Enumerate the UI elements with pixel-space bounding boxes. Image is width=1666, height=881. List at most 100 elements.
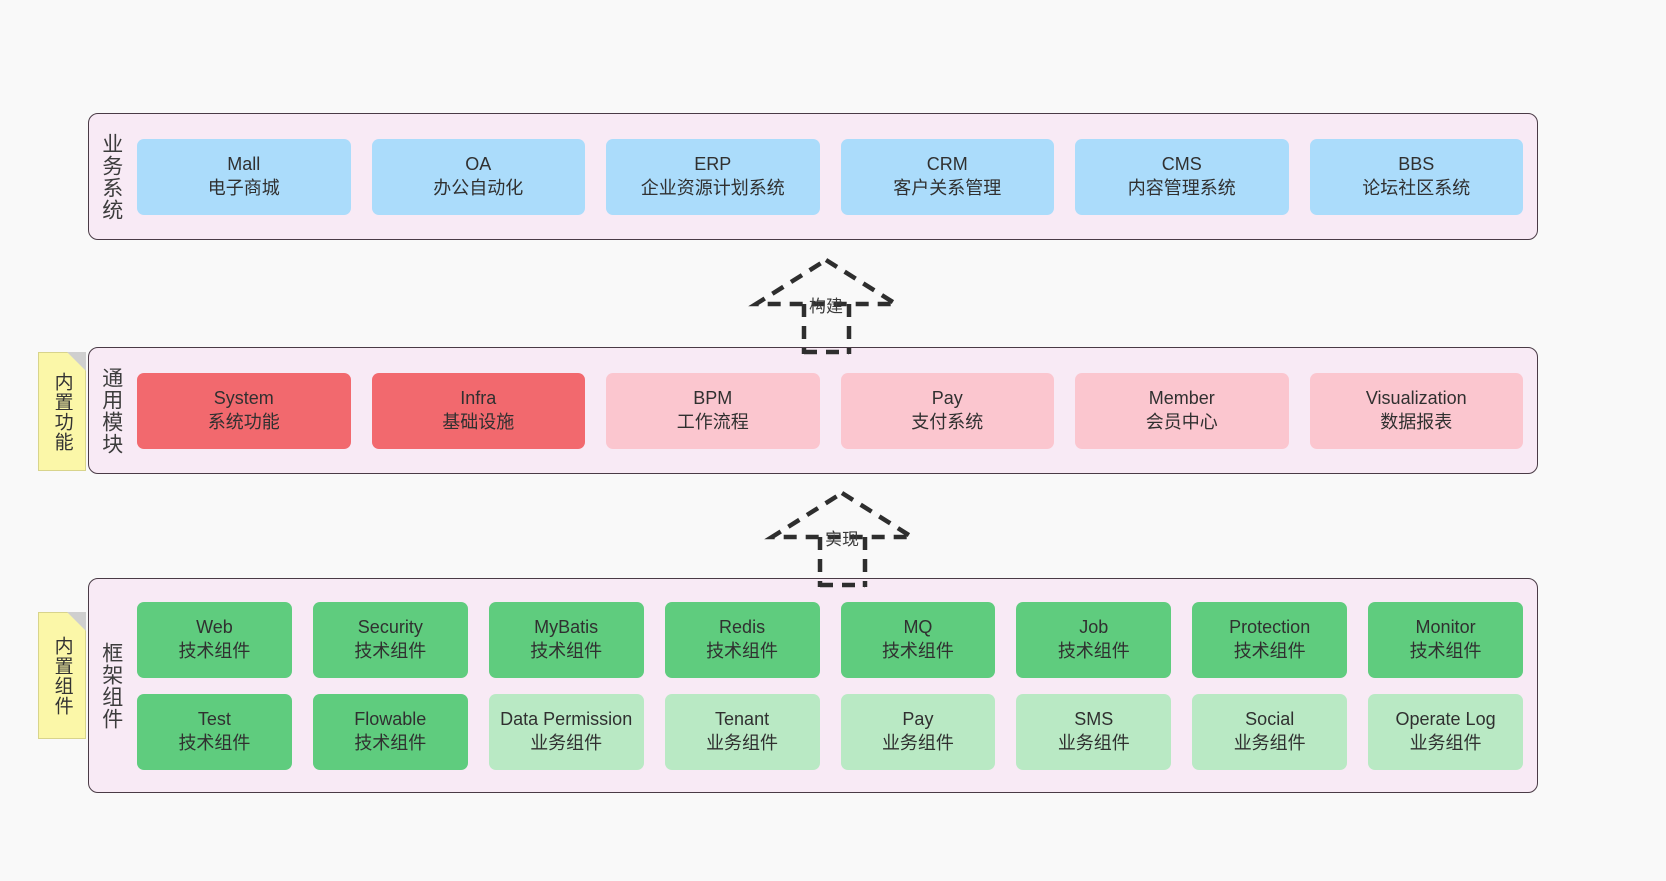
- arrowhead-triangle: [748, 257, 904, 307]
- card-name: BPM: [693, 388, 733, 409]
- card-name: Monitor: [1415, 617, 1476, 638]
- card-name: Mall: [227, 154, 261, 175]
- card-name: Redis: [719, 617, 766, 638]
- card-name: Pay: [931, 388, 963, 409]
- note-builtin-features: 内置功能: [38, 352, 86, 471]
- connector-build: 构建: [746, 256, 906, 355]
- card-name: Data Permission: [500, 709, 633, 730]
- card-desc: 技术组件: [178, 732, 251, 753]
- card-name: System: [213, 388, 274, 409]
- card-desc: 技术组件: [1057, 640, 1130, 661]
- card-name: MQ: [903, 617, 933, 638]
- card-desc: 办公自动化: [433, 177, 524, 198]
- card-desc: 技术组件: [530, 640, 603, 661]
- card-name: MyBatis: [534, 617, 599, 638]
- card-name: Job: [1079, 617, 1109, 638]
- layer-framework-title: 框架组件: [99, 641, 123, 730]
- card-desc: 电子商城: [207, 177, 280, 198]
- card-desc: 业务组件: [530, 732, 603, 753]
- card-name: Pay: [902, 709, 934, 730]
- card-desc: 会员中心: [1145, 411, 1218, 432]
- card-name: ERP: [694, 154, 732, 175]
- card-desc: 技术组件: [1233, 640, 1306, 661]
- card-desc: 支付系统: [911, 411, 984, 432]
- card-desc: 技术组件: [706, 640, 779, 661]
- card-desc: 内容管理系统: [1127, 177, 1236, 198]
- card-name: BBS: [1398, 154, 1435, 175]
- card-desc: 业务组件: [1233, 732, 1306, 753]
- card-desc: 论坛社区系统: [1362, 177, 1471, 198]
- card-desc: 业务组件: [881, 732, 954, 753]
- card-name: Infra: [460, 388, 497, 409]
- card-desc: 工作流程: [676, 411, 749, 432]
- card-desc: 数据报表: [1380, 411, 1453, 432]
- card-name: Flowable: [354, 709, 427, 730]
- card-name: Social: [1245, 709, 1295, 730]
- connector-realize-label: 实现: [825, 530, 859, 549]
- layer-business-title: 业务系统: [99, 132, 123, 221]
- connector-realize: 实现: [762, 489, 922, 588]
- card-desc: 业务组件: [1057, 732, 1130, 753]
- card-name: Web: [196, 617, 233, 638]
- card-name: OA: [465, 154, 492, 175]
- card-name: Security: [357, 617, 423, 638]
- card-name: Member: [1148, 388, 1215, 409]
- card-name: Protection: [1229, 617, 1311, 638]
- card-desc: 系统功能: [207, 411, 280, 432]
- card-desc: 企业资源计划系统: [640, 177, 785, 198]
- card-desc: 技术组件: [354, 732, 427, 753]
- arrowhead-triangle: [764, 490, 920, 540]
- card-name: CMS: [1161, 154, 1202, 175]
- card-desc: 业务组件: [1409, 732, 1482, 753]
- card-name: CRM: [926, 154, 968, 175]
- card-desc: 技术组件: [354, 640, 427, 661]
- note-builtin-components: 内置组件: [38, 612, 86, 739]
- card-desc: 客户关系管理: [893, 177, 1002, 198]
- card-desc: 技术组件: [178, 640, 251, 661]
- layer-common-title: 通用模块: [99, 366, 123, 455]
- card-name: Tenant: [715, 709, 770, 730]
- card-name: Operate Log: [1395, 709, 1496, 730]
- card-name: SMS: [1074, 709, 1114, 730]
- connector-build-label: 构建: [809, 297, 843, 316]
- card-desc: 业务组件: [706, 732, 779, 753]
